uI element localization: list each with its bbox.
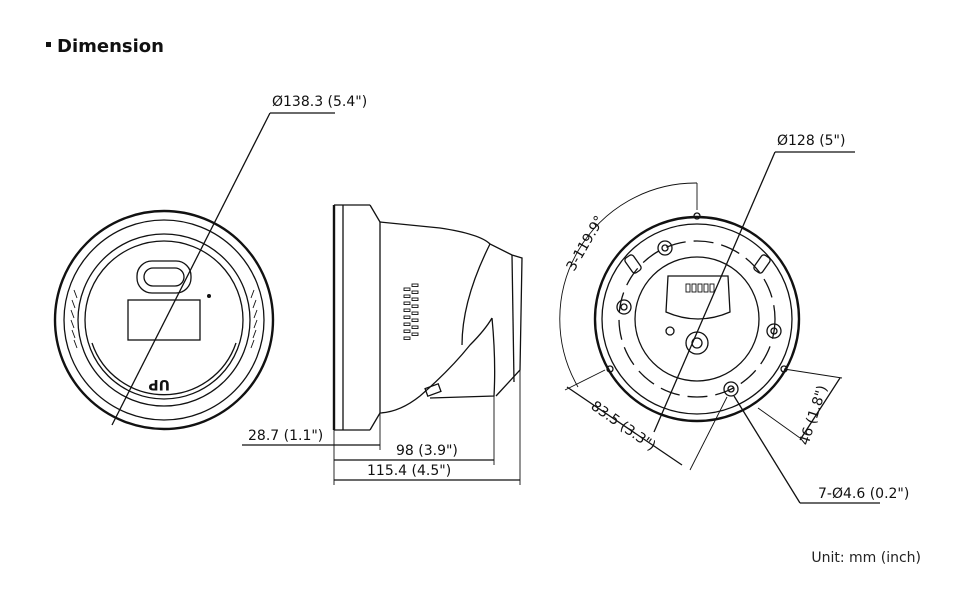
width-ext-2 <box>757 407 801 439</box>
base-depth-label: 28.7 (1.1") <box>248 428 323 444</box>
holes-leader <box>733 395 801 504</box>
front-cover-arc <box>91 342 237 396</box>
side-front-cap <box>495 254 523 397</box>
width-label: 46 (1.8") <box>797 383 831 447</box>
heading-bullet-icon <box>46 41 51 47</box>
back-dashed-ring <box>618 240 776 398</box>
front-diameter-leader <box>111 112 271 426</box>
front-lens <box>143 267 185 287</box>
spacing-line <box>566 386 683 466</box>
back-inner-ring <box>601 223 793 415</box>
outer-diameter-label: Ø138.3 (5.4") <box>272 94 367 110</box>
side-clip <box>424 383 442 397</box>
back-view: Ø128 (5") 3-119.9° 83.5 (3.3") 46 (1.8")… <box>559 133 909 504</box>
front-right-vents <box>250 289 258 349</box>
front-left-vents <box>70 289 78 349</box>
base-diameter-label: Ø128 (5") <box>777 133 845 149</box>
back-screw-holes <box>606 212 788 397</box>
side-body-top <box>379 221 513 256</box>
section-heading: Dimension <box>46 36 164 57</box>
spacing-ext-2 <box>689 396 728 471</box>
front-sensor-dot <box>207 294 211 298</box>
back-slot-right <box>753 254 771 274</box>
front-bezel <box>77 233 251 407</box>
side-lower-shell <box>429 317 496 399</box>
front-up-mark: UP <box>148 376 170 392</box>
spacing-label: 83.5 (3.3") <box>588 398 659 454</box>
side-base-step-top <box>369 204 381 223</box>
body-depth-label: 98 (3.9") <box>396 443 458 459</box>
side-body-bottom <box>379 317 493 414</box>
width-ext-1 <box>783 368 843 379</box>
side-front-rim <box>511 254 515 383</box>
back-slot-left <box>624 254 642 274</box>
width-line <box>799 377 841 441</box>
spacing-ext-1 <box>564 369 606 391</box>
back-connector-box <box>665 275 731 320</box>
angle-arc <box>559 182 698 388</box>
back-small-hole <box>665 326 675 336</box>
side-ball-curve <box>461 243 491 346</box>
front-ir-window <box>127 299 201 341</box>
front-outer-ring <box>53 209 275 431</box>
back-outer-ring <box>593 215 801 423</box>
side-base-step-bottom <box>369 412 381 431</box>
unit-note: Unit: mm (inch) <box>811 550 921 566</box>
angle-label: 3-119.9° <box>564 213 608 274</box>
back-connector-pins <box>685 283 715 293</box>
side-vent-holes <box>403 283 419 340</box>
front-inner-ring <box>63 219 265 421</box>
front-lens-housing <box>136 260 192 294</box>
holes-label: 7-Ø4.6 (0.2") <box>818 486 909 502</box>
front-view: UP Ø138.3 (5.4") <box>53 94 367 431</box>
side-view: 28.7 (1.1") 98 (3.9") 115.4 (4.5") <box>242 204 523 485</box>
back-mid-ring <box>634 256 760 382</box>
base-diameter-leader <box>653 151 776 433</box>
total-depth-label: 115.4 (4.5") <box>367 463 451 479</box>
front-lens-cover <box>84 240 244 400</box>
heading-text: Dimension <box>57 36 164 57</box>
